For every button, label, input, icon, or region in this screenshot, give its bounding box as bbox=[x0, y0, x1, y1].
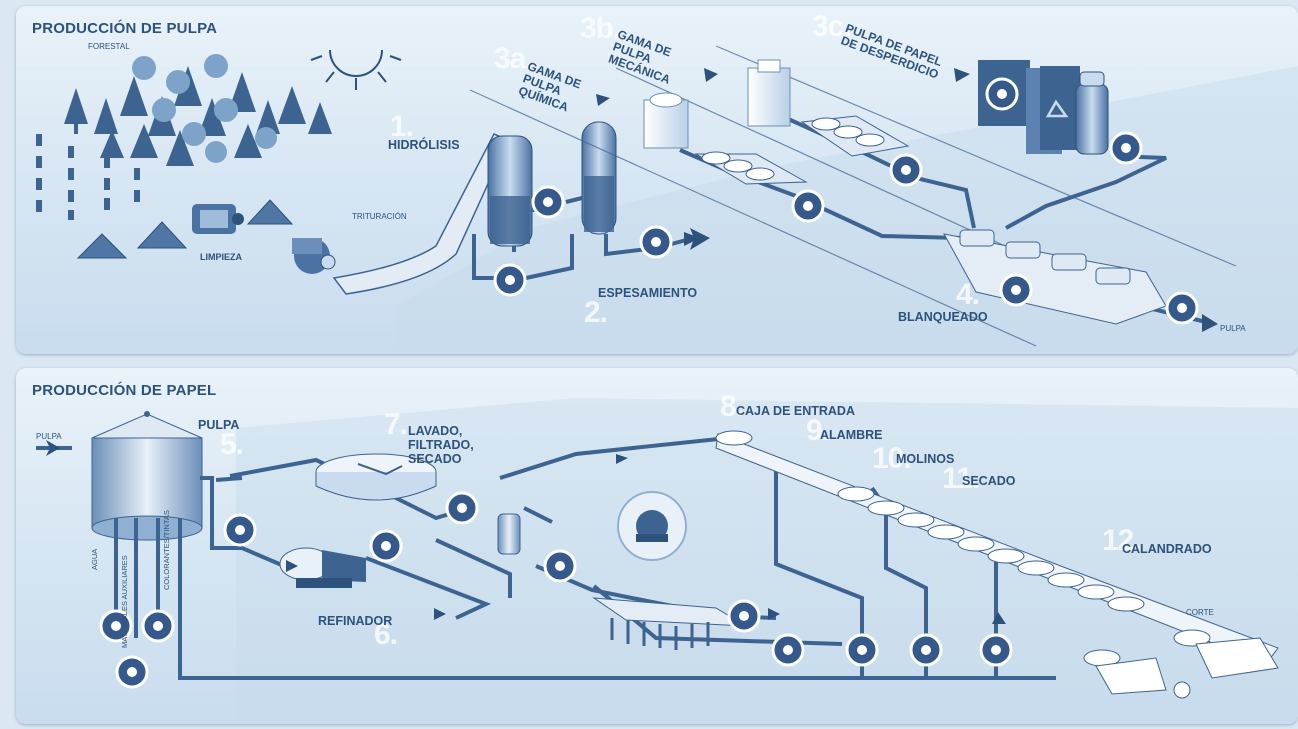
cut-sheets bbox=[1083, 629, 1279, 699]
forest-round-trees bbox=[132, 54, 277, 163]
pulp-storage-tank bbox=[91, 411, 203, 541]
pulpa-output-label: PULPA bbox=[1220, 324, 1246, 333]
materiales-auxiliares-label: MATERIALES AUXILIARES bbox=[120, 555, 129, 648]
pump-icon bbox=[543, 549, 577, 583]
desperdicio-step-number: 3c. bbox=[812, 10, 852, 43]
secado-step-number: 11. bbox=[942, 462, 980, 495]
trituracion-label: TRITURACIÓN bbox=[352, 212, 407, 221]
pump-icon bbox=[531, 185, 565, 219]
pump-icon bbox=[727, 599, 761, 633]
pump-icon bbox=[99, 609, 133, 643]
alambre-step-number: 9. bbox=[806, 414, 830, 447]
gama-mecanica-step-number: 3b. bbox=[580, 12, 621, 45]
pump-icon bbox=[771, 633, 805, 667]
paper-diagram-drawing bbox=[36, 398, 1298, 724]
pump-icon bbox=[445, 491, 479, 525]
caja-label: CAJA DE ENTRADA bbox=[736, 404, 855, 418]
pump-icon bbox=[999, 273, 1033, 307]
pump-icon bbox=[985, 77, 1019, 111]
pulp-panel-title: PRODUCCIÓN DE PULPA bbox=[32, 20, 218, 37]
lavado-label: LAVADO, FILTRADO, SECADO bbox=[408, 424, 474, 466]
refinador-step-number: 6. bbox=[374, 618, 398, 651]
motor-icon bbox=[636, 510, 668, 542]
paper-panel-title: PRODUCCIÓN DE PAPEL bbox=[32, 382, 217, 399]
pump-icon bbox=[141, 609, 175, 643]
pump-icon bbox=[369, 529, 403, 563]
debarker-machine bbox=[192, 204, 244, 234]
pulpa-tank-label: PULPA bbox=[198, 418, 240, 432]
espesamiento-label: ESPESAMIENTO bbox=[598, 286, 698, 300]
pump-icon bbox=[979, 633, 1013, 667]
pump-icon bbox=[115, 655, 149, 689]
flow-arrows bbox=[596, 68, 1218, 332]
pump-icon bbox=[889, 153, 923, 187]
gama-quimica-step-number: 3a. bbox=[494, 42, 534, 75]
pump-icon bbox=[493, 263, 527, 297]
refiner-machine bbox=[279, 547, 366, 588]
flow-arrows bbox=[286, 454, 1006, 624]
calandrado-step-number: 12. bbox=[1102, 524, 1142, 557]
recycle-icon bbox=[1045, 99, 1069, 118]
pump-icon bbox=[639, 225, 673, 259]
molinos-label: MOLINOS bbox=[896, 452, 955, 466]
pump-icon bbox=[1109, 131, 1143, 165]
chipper-machine bbox=[292, 238, 336, 274]
pulp-production-panel: PRODUCCIÓN DE PULPA FORESTAL TRITURACIÓN… bbox=[16, 6, 1298, 354]
blanqueado-label: BLANQUEADO bbox=[898, 310, 988, 324]
pump-icon bbox=[223, 513, 257, 547]
lavado-step-number: 7. bbox=[384, 408, 408, 441]
thickener-tank bbox=[581, 121, 617, 235]
forest-trees bbox=[64, 66, 332, 166]
digester-tank bbox=[487, 135, 533, 247]
blanqueado-step-number: 4. bbox=[956, 278, 980, 311]
paper-production-panel: PRODUCCIÓN DE PAPEL PULPA PULPA 5. 6. RE… bbox=[16, 368, 1298, 724]
espesamiento-step-number: 2. bbox=[584, 296, 608, 329]
sun-icon bbox=[310, 49, 402, 90]
refinador-label: REFINADOR bbox=[318, 614, 393, 628]
pump-icon bbox=[1165, 291, 1199, 325]
pump-icon bbox=[791, 189, 825, 223]
secado-label: SECADO bbox=[962, 474, 1016, 488]
calandrado-label: CALANDRADO bbox=[1122, 542, 1212, 556]
pump-icon bbox=[845, 633, 879, 667]
washer-filter-tank bbox=[315, 453, 437, 501]
tank-step-number: 5. bbox=[220, 428, 244, 461]
hidrolisis-step-number: 1. bbox=[390, 110, 414, 143]
hidrolisis-label: HIDRÓLISIS bbox=[388, 138, 460, 152]
caja-step-number: 8. bbox=[720, 390, 744, 423]
pulpa-input-label: PULPA bbox=[36, 432, 62, 441]
pulp-diagram-drawing bbox=[36, 45, 1298, 354]
agua-label: AGUA bbox=[90, 548, 99, 570]
forestal-label: FORESTAL bbox=[88, 42, 130, 51]
alambre-label: ALAMBRE bbox=[820, 428, 883, 442]
limpieza-label: LIMPIEZA bbox=[200, 252, 242, 262]
pump-icon bbox=[909, 633, 943, 667]
molinos-step-number: 10. bbox=[872, 442, 912, 475]
corte-label: CORTE bbox=[1186, 608, 1214, 617]
colorantes-label: COLORANTES/TINTAS bbox=[162, 510, 171, 590]
